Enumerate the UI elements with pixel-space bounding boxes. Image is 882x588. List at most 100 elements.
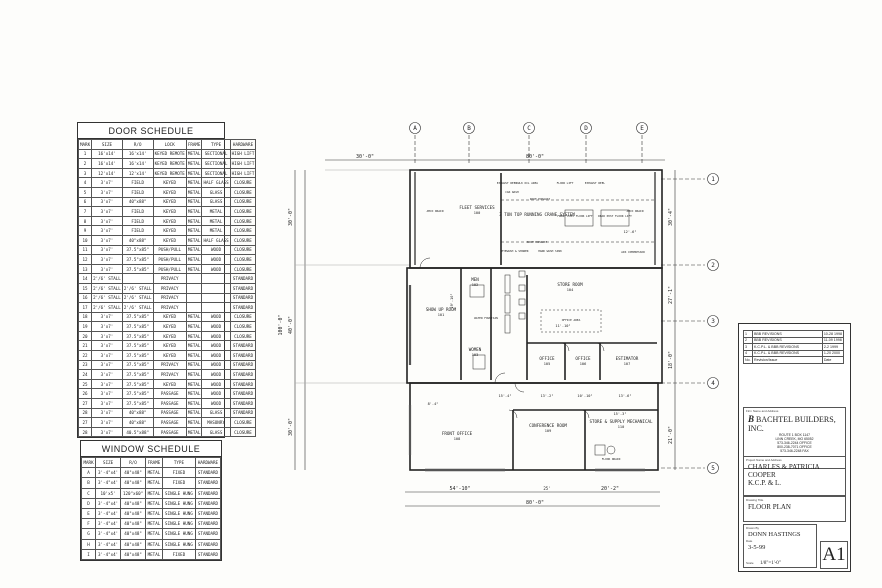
room-number-9: 108 [454, 437, 461, 441]
table-cell: 40"x48" [120, 538, 147, 550]
table-cell: 16'x14' [91, 158, 123, 169]
dim-right-mid: 27'-1" [668, 286, 674, 304]
table-cell: 2'/6' STALL [91, 292, 123, 304]
table-cell: 9 [77, 225, 93, 236]
table-cell: 22 [77, 350, 93, 361]
table-cell: FIELD [121, 186, 154, 198]
firm-label: Firm Name and Address [746, 409, 779, 413]
table-cell: 2'/6' STALL [121, 292, 154, 304]
drawing-title: FLOOR PLAN [748, 503, 791, 511]
table-cell: 3'x7' [91, 340, 123, 352]
table-cell: 3'x7' [91, 350, 123, 361]
window-header-2: R/O [120, 456, 147, 469]
table-cell: METAL [185, 215, 203, 227]
room-number-11: 110 [618, 425, 625, 429]
table-cell: PRIVACY [152, 292, 187, 304]
table-cell: METAL [185, 321, 203, 332]
table-cell: STANDARD [229, 273, 257, 284]
table-cell: METAL [185, 148, 203, 160]
revision-header-cell: No. [743, 356, 753, 364]
grid-row-5-bubble [707, 462, 719, 474]
table-cell: SINGLE HUNG [161, 497, 196, 509]
table-cell: 37.5"x85" [121, 321, 154, 332]
dim-right-small: 18'-0" [668, 351, 674, 369]
room-number-2: 101 [438, 313, 445, 317]
date-value: 3-5-99 [748, 544, 766, 551]
grid-col-E: E [640, 125, 644, 132]
table-cell: D [80, 497, 97, 509]
room-label-2: SHOW UP ROOM [426, 307, 457, 312]
plan-details [408, 172, 656, 472]
dim-right-upper: 30'-4" [668, 208, 674, 226]
grid-row-2-bubble [707, 259, 719, 271]
table-cell: HIGH LIFT [229, 158, 257, 169]
table-cell: METAL [185, 369, 203, 380]
plan-note-7: ROOF EXHAUST [530, 197, 551, 201]
table-cell: PUSH/PULL [152, 263, 187, 275]
table-cell: METAL [145, 538, 163, 550]
table-cell: 37.5"x85" [121, 350, 154, 361]
table-cell: PUSH/PULL [152, 244, 187, 256]
table-cell: METAL [185, 407, 203, 419]
text-line: 573-346-2244 OFFICE [777, 441, 812, 445]
table-cell: STANDARD [229, 369, 257, 380]
drawing-title-label: Drawing Title [746, 498, 764, 502]
table-cell: 23 [77, 359, 93, 371]
table-cell: CLOSURE [229, 196, 257, 208]
scale-value: 1/8"=1'-0" [759, 561, 781, 566]
table-cell: 5 [77, 186, 93, 198]
table-cell: 40"x88" [121, 407, 154, 419]
plan-note-9: FRONT POST FLOOR LIFT [557, 214, 593, 218]
table-cell: 19 [77, 321, 93, 332]
dim-inner-i: 19'-10" [450, 293, 454, 308]
text-line: CHARLES & PATRICIA [748, 463, 820, 471]
room-label-11: STORE & SUPPLY MECHANICAL [589, 419, 653, 424]
table-cell: 40"x48" [120, 467, 147, 479]
window-header-0: MARK [80, 456, 97, 469]
table-cell: STANDARD [194, 487, 222, 499]
room-label-9: FRONT OFFICE [442, 431, 473, 436]
table-cell: FIXED [161, 477, 196, 489]
grid-col-E-bubble [636, 122, 648, 134]
table-cell: 2'/6' STALL [121, 282, 154, 294]
table-cell: STANDARD [194, 507, 222, 520]
room-label-0: FLEET SERVICES [459, 205, 495, 210]
table-cell: 10 [77, 234, 93, 246]
plan-note-5: EXHAUST REEL [585, 181, 606, 185]
grid-row-4: 4 [711, 380, 715, 387]
table-cell: KEYED [152, 234, 187, 246]
table-cell: METAL [185, 158, 203, 169]
grid-col-D-bubble [580, 122, 592, 134]
grid-row-3: 3 [711, 318, 715, 325]
table-cell [121, 273, 154, 284]
plan-note-10: REAR POST FLOOR LIFT [598, 214, 632, 218]
plan-note-14: WATER FOUNTAIN [474, 316, 498, 320]
table-cell: STANDARD [229, 282, 257, 294]
table-cell: SINGLE HUNG [161, 507, 196, 520]
table-cell: CLOSURE [229, 177, 257, 188]
plan-note-6: CAR WASH [505, 190, 519, 194]
table-cell: METAL [185, 426, 203, 438]
table-cell: 13 [77, 263, 93, 275]
dim-inner-g: 8'-4" [428, 402, 439, 406]
grid-row-2: 2 [711, 262, 715, 269]
table-cell: 3'x7' [91, 177, 123, 188]
plan-note-0: AMCO DRAIN [427, 209, 444, 213]
room-label-8: ESTIMATOR [616, 356, 639, 361]
